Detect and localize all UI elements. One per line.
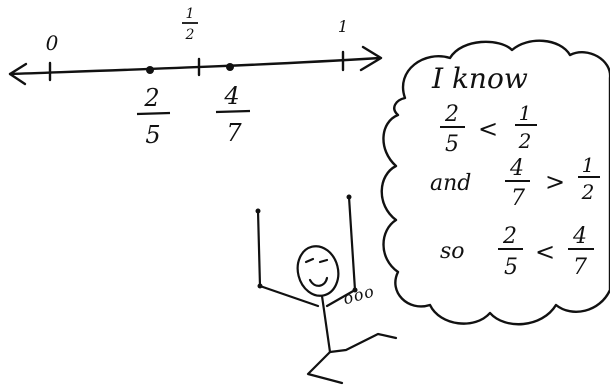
thought-line-3-a-num: 4	[509, 156, 524, 181]
point-label-2-5-denominator: 5	[145, 121, 160, 149]
number-line-axis	[10, 58, 380, 74]
tick-label-half-numerator: 1	[186, 6, 195, 22]
tick-label-zero: 0	[46, 31, 59, 55]
tick-label-half-denominator: 2	[185, 27, 195, 43]
right-elbow-dot	[353, 288, 358, 293]
stick-figure	[258, 197, 396, 383]
thought-line-3-b-den: 2	[581, 180, 595, 204]
stick-figure-left-leg	[308, 352, 342, 383]
thought-line-1: I know	[431, 62, 528, 95]
thought-line-4-b-num: 4	[572, 224, 587, 249]
tick-label-one: 1	[338, 17, 348, 36]
thought-line-3-symbol: >	[545, 168, 565, 196]
thought-line-3-a-den: 7	[511, 186, 525, 211]
left-elbow-dot	[258, 284, 263, 289]
number-line	[10, 47, 381, 84]
thought-line-3-b-num: 1	[582, 153, 595, 177]
thought-line-2: 2 5 < 1 2	[440, 101, 537, 157]
point-label-2-5-numerator: 2	[143, 84, 159, 112]
thought-line-2-a-den: 5	[445, 132, 459, 157]
point-four-sevenths	[226, 63, 234, 71]
thought-line-4-symbol: <	[535, 238, 555, 266]
thought-line-3-prefix: and	[430, 171, 471, 196]
point-label-4-7-numerator: 4	[223, 82, 239, 110]
point-label-4-7-bar	[216, 111, 250, 112]
thought-line-2-b-den: 2	[518, 129, 532, 153]
point-label-4-7-denominator: 7	[226, 119, 242, 147]
stick-figure-smile	[310, 278, 327, 286]
thought-line-2-symbol: <	[478, 115, 498, 143]
thought-line-4-a-num: 2	[502, 224, 517, 249]
thought-line-4-a-den: 5	[504, 255, 518, 280]
stick-figure-joints	[256, 195, 358, 293]
thought-line-4-b-den: 7	[573, 255, 587, 280]
left-hand-dot	[256, 209, 261, 214]
thought-line-3: and 4 7 > 1 2	[430, 153, 600, 211]
point-two-fifths	[146, 66, 154, 74]
stick-figure-head	[293, 242, 344, 300]
thought-line-2-a-num: 2	[444, 102, 459, 127]
point-label-two-fifths: 2 5	[137, 84, 170, 149]
thought-line-4: so 2 5 < 4 7	[440, 224, 594, 280]
right-hand-dot	[347, 195, 352, 200]
point-label-four-sevenths: 4 7	[216, 82, 250, 147]
thought-text: I know 2 5 < 1 2 and 4 7 > 1 2 so 2 5	[430, 62, 600, 280]
stick-figure-eyes	[306, 259, 327, 262]
tick-label-half: 1 2	[182, 6, 198, 43]
point-label-2-5-bar	[137, 113, 170, 114]
stick-figure-right-leg	[330, 334, 396, 352]
thought-line-2-b-num: 1	[519, 101, 532, 125]
thought-line-4-prefix: so	[440, 239, 465, 264]
